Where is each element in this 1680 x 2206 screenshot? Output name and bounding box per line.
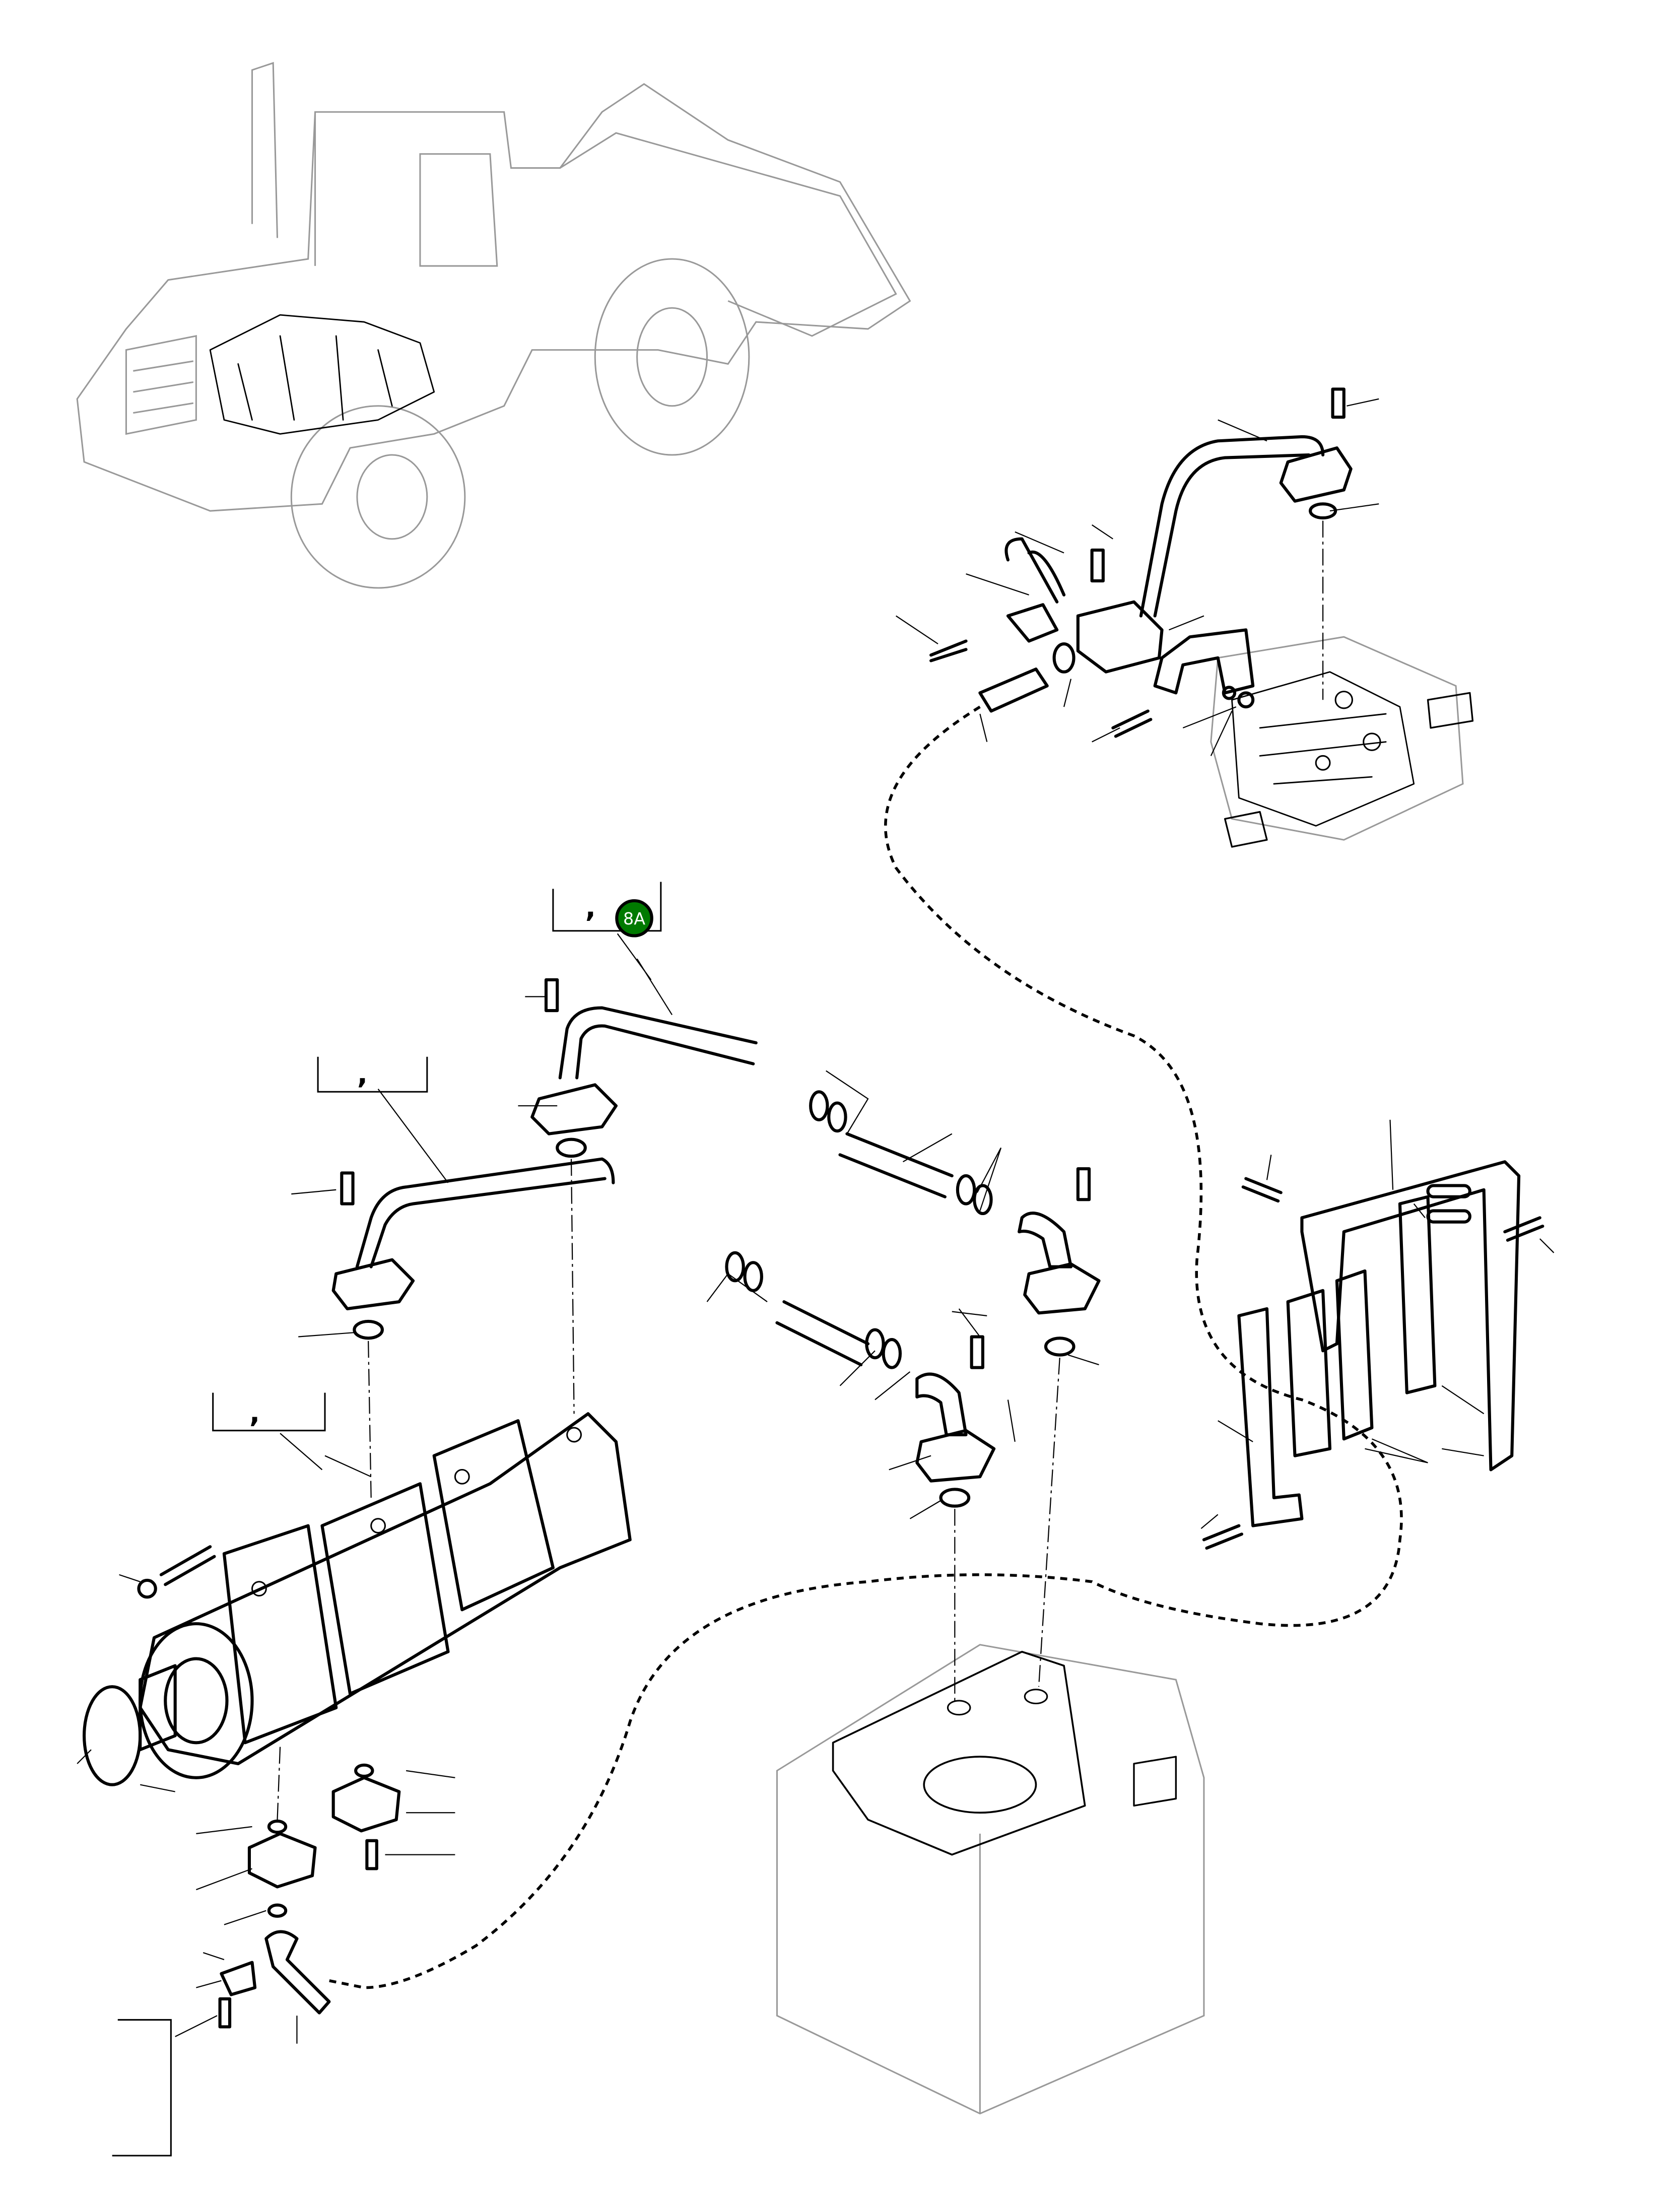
flange-block [331, 1776, 401, 1833]
elbow-fitting [915, 1372, 968, 1437]
hose-clamp [809, 1090, 829, 1121]
o-ring [353, 1319, 384, 1340]
o-ring [556, 1138, 587, 1158]
o-ring [1309, 502, 1337, 520]
hose-clamp [882, 1338, 902, 1369]
pipe-flange [331, 1258, 415, 1311]
o-ring [1052, 642, 1076, 674]
flange-block [1076, 600, 1164, 674]
pipe-flange [530, 1083, 618, 1135]
hose-clamp [725, 1251, 745, 1283]
bolt [970, 1335, 984, 1369]
hose-fitting [264, 1930, 331, 2015]
bracket-slot [1426, 1209, 1471, 1224]
bolt [340, 1171, 355, 1206]
hose-clamp [865, 1328, 885, 1360]
reference-bracket [112, 2019, 172, 2157]
hose-fitting [978, 667, 1049, 713]
elbow-fitting [1018, 1212, 1073, 1268]
bracket-separator: , [249, 1396, 260, 1429]
bracket-separator: , [585, 891, 596, 924]
o-ring [267, 1819, 288, 1834]
reference-bracket-8a [552, 882, 662, 932]
callout-leader [617, 933, 652, 980]
u-bolt [1004, 537, 1066, 604]
clamp-plate [1398, 1195, 1437, 1394]
hydraulic-pump [139, 1412, 632, 1779]
bolt [929, 639, 968, 662]
bolt [1090, 548, 1105, 583]
o-ring-large [83, 1685, 142, 1786]
bolt [1503, 1216, 1544, 1242]
clamp-block [1286, 1289, 1332, 1457]
flange-block [247, 1832, 317, 1889]
clamp-plate [1237, 1307, 1304, 1527]
bracket-separator: , [357, 1058, 368, 1091]
bracket-slot [1426, 1184, 1471, 1198]
hose-section [775, 1300, 870, 1367]
wheel-loader-overview [76, 61, 911, 589]
leader-lines [77, 398, 1555, 2044]
nut [1237, 691, 1255, 709]
o-ring [354, 1763, 374, 1778]
support-bracket [1300, 1160, 1521, 1472]
o-ring [267, 1903, 288, 1918]
bolt [159, 1545, 216, 1586]
o-ring [939, 1488, 971, 1508]
centerline [277, 520, 1324, 1820]
hose-section [838, 1132, 954, 1198]
bolt [365, 1839, 378, 1870]
bolt [1202, 1524, 1244, 1550]
bolt [1241, 1177, 1283, 1203]
bolt [1331, 387, 1346, 419]
reference-bracket [212, 1392, 326, 1432]
bolt [544, 978, 559, 1013]
elbow-flange [1023, 1262, 1101, 1315]
callout-badge-8a[interactable]: 8A [615, 899, 653, 938]
hose-clamp [743, 1261, 763, 1292]
hydraulic-tank [776, 1644, 1205, 2115]
o-ring [1044, 1336, 1076, 1357]
suction-pipe [355, 1157, 615, 1268]
bolt [218, 1997, 232, 2029]
hose-clamp [973, 1184, 993, 1216]
washer [137, 1578, 157, 1599]
pressure-pipe-upper [1139, 435, 1325, 618]
callout-label: 8A [623, 909, 645, 928]
bolt [1076, 1167, 1091, 1201]
reference-bracket [317, 1056, 428, 1093]
mounting-bracket [1153, 628, 1255, 695]
hose-clamp [956, 1174, 976, 1206]
pipe-flange-upper [1279, 446, 1353, 503]
hose-clamp [827, 1101, 847, 1133]
elbow-flange [915, 1429, 996, 1483]
control-valve [1210, 636, 1474, 848]
clamp-block [1335, 1269, 1374, 1441]
pipe-8a [558, 1006, 758, 1080]
washer [1222, 686, 1237, 700]
bolt [1111, 709, 1153, 738]
clamp-half [1006, 603, 1059, 643]
clamp-half [220, 1961, 257, 1996]
